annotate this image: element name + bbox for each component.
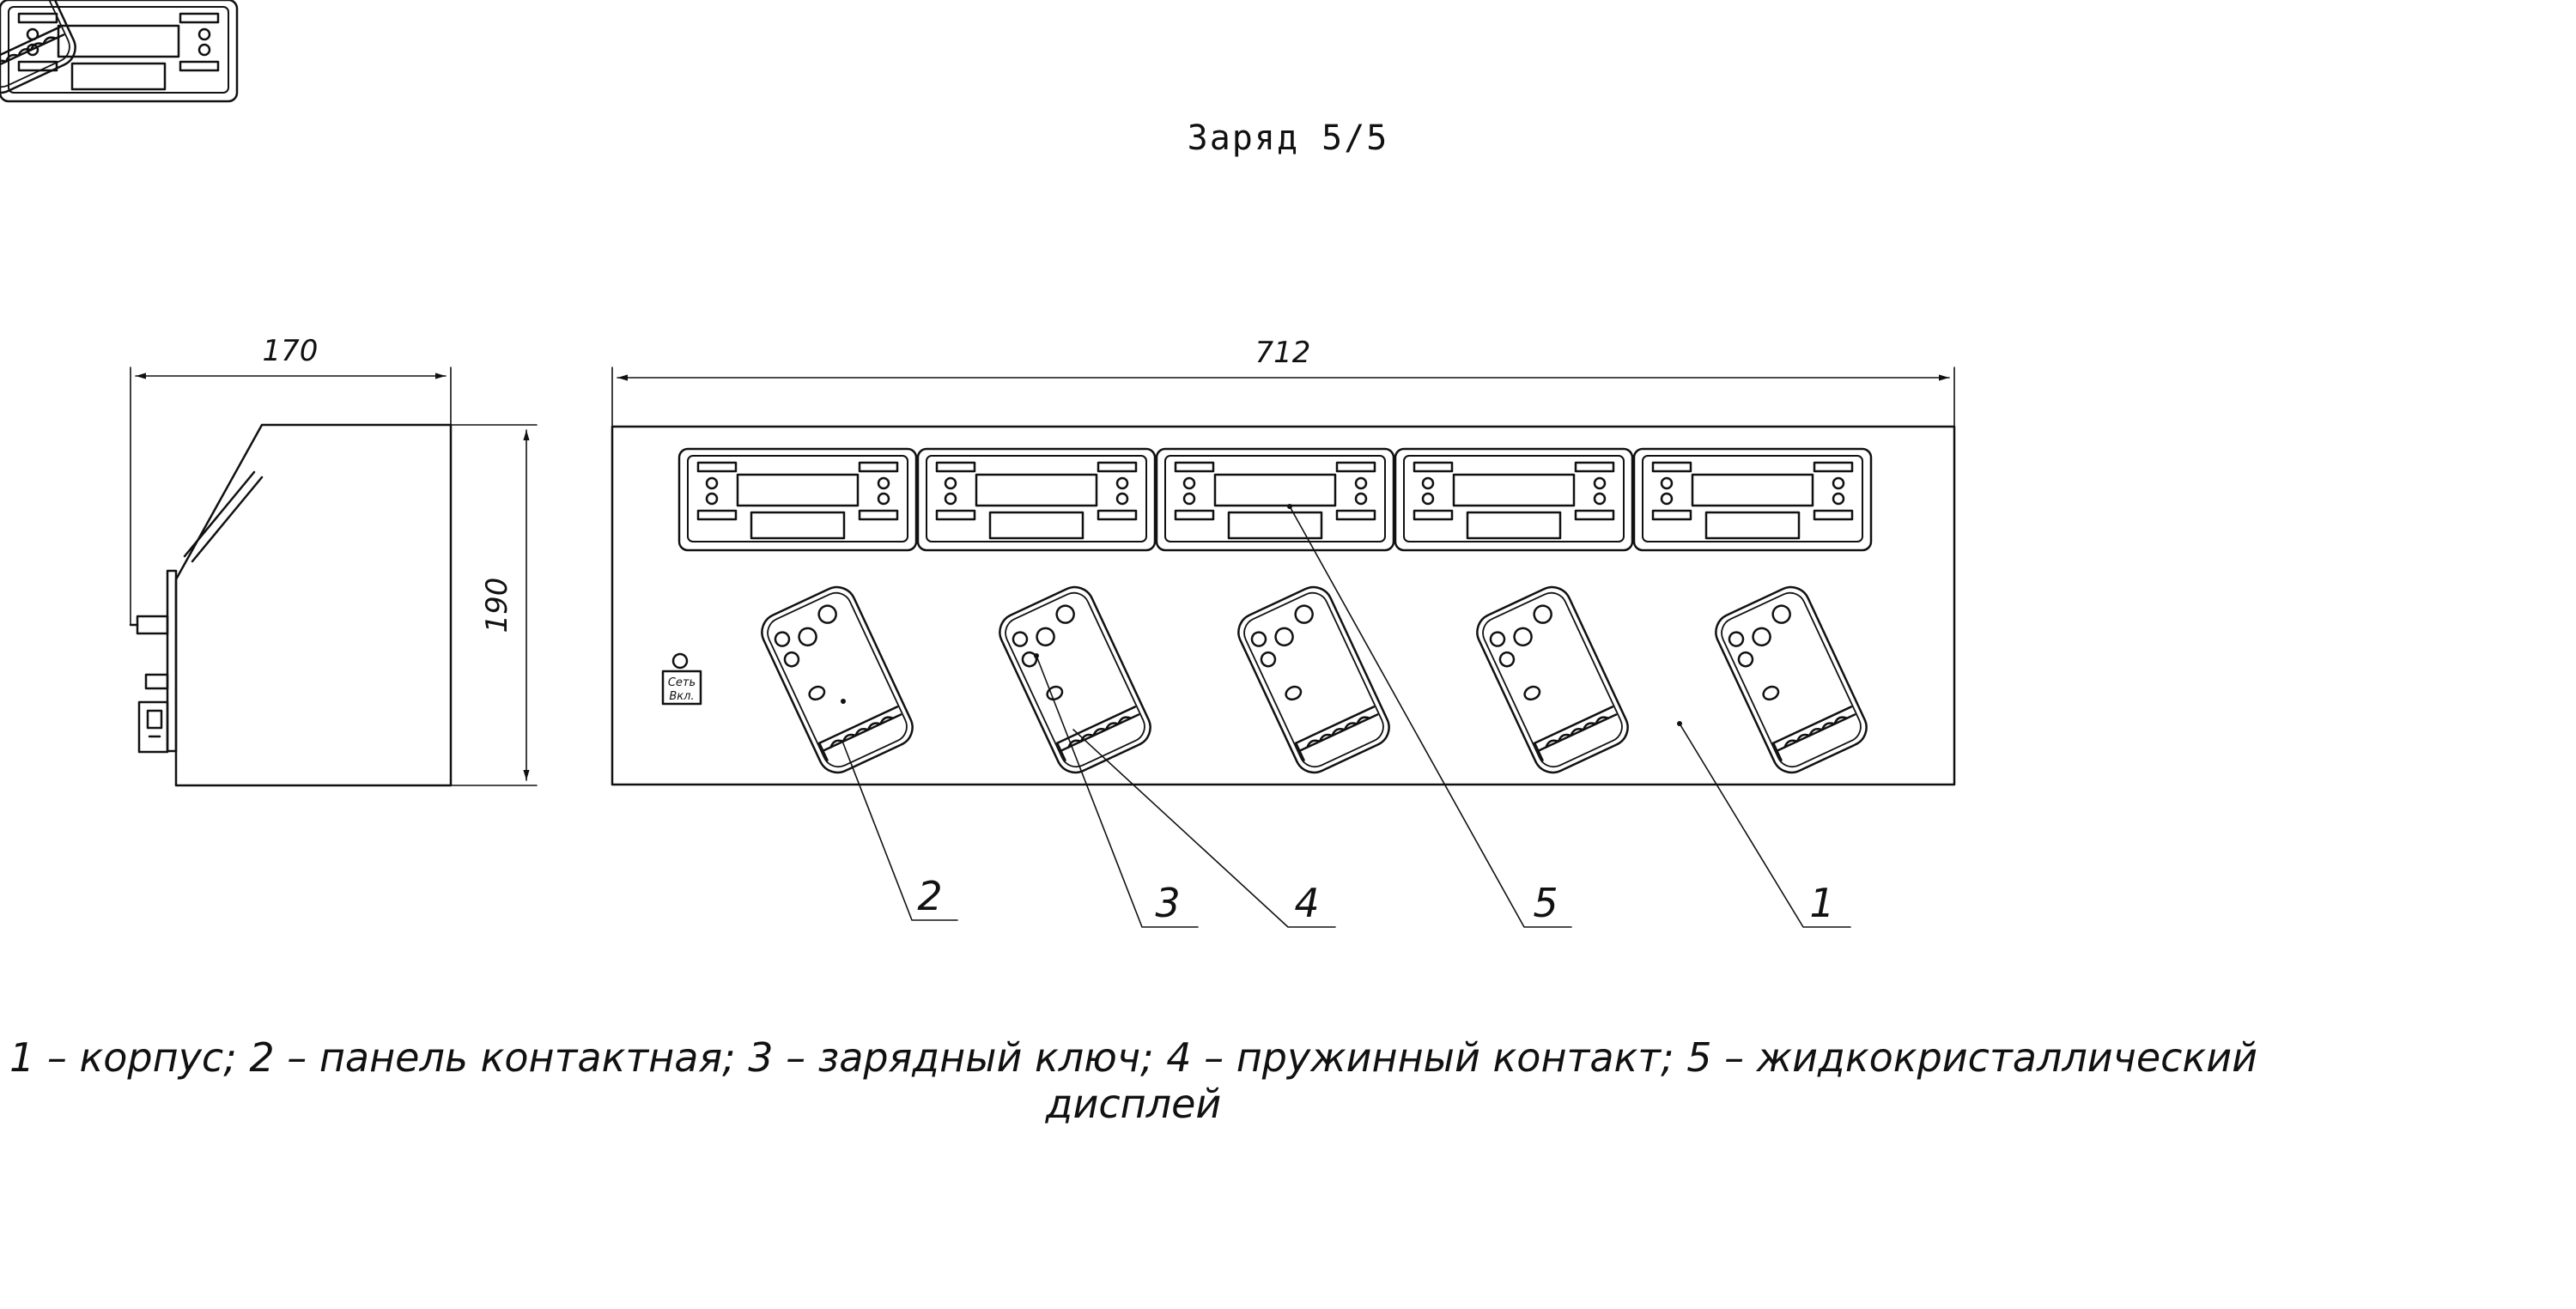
power-switch [661,670,702,706]
power-label-line2: Вкл. [669,690,694,703]
dimension-height-label: 190 [480,578,514,633]
dimension-height [450,424,538,786]
parts-legend: 1 – корпус; 2 – панель контактная; 3 – з… [9,1034,2257,1127]
charging-slot [0,0,76,94]
callout-2: 2 [917,873,942,919]
callout-1: 1 [1809,880,1834,926]
dimension-width-label: 712 [1255,336,1311,370]
lcd-display-module [0,0,239,103]
callout-3: 3 [1155,880,1180,926]
callout-4: 4 [1294,880,1319,926]
charging-slot [1469,579,1636,780]
leader-lines [841,504,1851,928]
dimension-depth [130,367,452,626]
lcd-display-module [1394,447,1634,552]
charging-slot [1708,579,1874,780]
lcd-display-module [916,447,1157,552]
callout-5: 5 [1533,880,1558,926]
charging-slot [754,579,920,780]
charging-slot-wrap [754,579,920,780]
lcd-display-module [1632,447,1873,552]
power-indicator [671,652,689,670]
charging-slot [1230,579,1397,780]
side-view [129,423,453,787]
lcd-display-module [677,447,918,552]
dimension-width [611,367,1955,427]
drawing-title: Заряд 5/5 [1187,118,1389,158]
lcd-display-module [1155,447,1395,552]
power-label-line1: Сеть [668,676,696,689]
charging-slot [992,579,1158,780]
lcd-display-module-wrap [677,447,918,552]
housing-front [611,425,1956,786]
dimension-depth-label: 170 [263,334,319,368]
